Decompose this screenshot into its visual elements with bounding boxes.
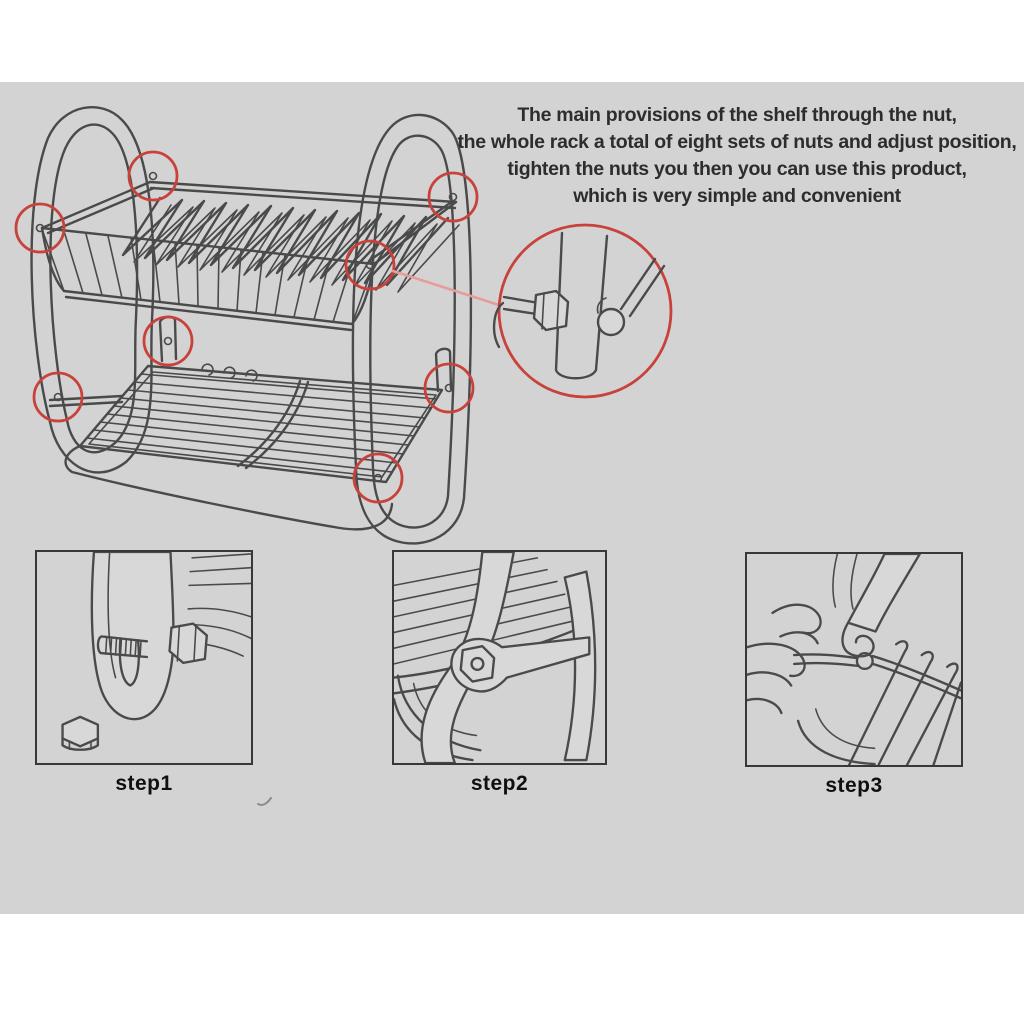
step3-label: step3: [825, 774, 883, 797]
instruction-line: the whole rack a total of eight sets of …: [457, 131, 1017, 153]
step2-figure: step2: [392, 550, 607, 795]
instruction-text: The main provisions of the shelf through…: [437, 102, 1024, 210]
stray-mark: [257, 797, 272, 806]
step3-figure: step3: [745, 552, 963, 797]
step3-illustration-hook-shelf-onto-frame: [747, 554, 961, 765]
step1-label: step1: [115, 772, 173, 795]
callout-leader-line: [391, 269, 501, 307]
detail-callout: [492, 223, 673, 399]
step1-illustration-bolt-through-frame: [61, 552, 251, 751]
instruction-line: The main provisions of the shelf through…: [517, 104, 957, 126]
instruction-line: which is very simple and convenient: [573, 185, 901, 207]
step2-label: step2: [470, 772, 529, 795]
instruction-line: tighten the nuts you then you can use th…: [507, 158, 967, 180]
step1-figure: step1: [35, 550, 253, 795]
step3-box: [745, 552, 963, 767]
step1-box: [35, 550, 253, 765]
upper-tier: [40, 180, 460, 332]
gray-panel: [0, 82, 1024, 914]
step2-box: [392, 550, 607, 765]
nut-joint-marks: [35, 171, 458, 483]
step2-illustration-tighten-nut-with-wrench: [394, 552, 597, 763]
highlight-circles: [14, 150, 479, 504]
